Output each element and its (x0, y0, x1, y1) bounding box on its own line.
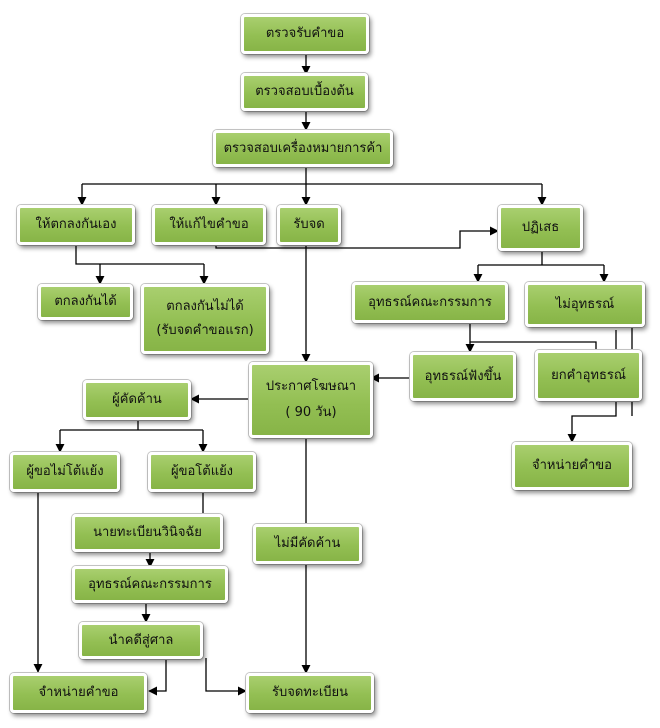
node-label-line2: ( 90 วัน) (285, 405, 337, 420)
branch-opponent-bar (60, 419, 203, 431)
node-label: อุทธรณ์คณะกรรมการ (368, 294, 492, 310)
node-label: อุทธรณ์ฟังขึ้น (424, 368, 502, 384)
node-preliminary-check: ตรวจสอบเบื้องต้น (241, 73, 368, 111)
branch-mutual-bar (75, 244, 204, 265)
node-applicant-argue: ผู้ขอโต้แย้ง (148, 452, 256, 492)
node-appeal-upheld: อุทธรณ์ฟังขึ้น (410, 352, 516, 401)
node-label: ตรวจสอบเครื่องหมายการค้า (223, 140, 383, 156)
node-to-court: นำคดีสู่ศาล (79, 622, 203, 659)
node-label-line2: (รับจดคำขอแรก) (156, 323, 254, 338)
node-label: ผู้คัดค้าน (112, 392, 162, 407)
node-label: ยกคำอุทธรณ์ (551, 367, 626, 383)
node-label-line1: ประกาศโฆษณา (265, 379, 357, 394)
node-appeal-committee-bottom: อุทธรณ์คณะกรรมการ (72, 566, 228, 603)
node-label: ตกลงกันได้ (54, 294, 117, 309)
node-publication: ประกาศโฆษณา ( 90 วัน) (249, 362, 373, 438)
node-no-opposition: ไม่มีคัดค้าน (253, 524, 362, 564)
node-applicant-no-argue: ผู้ขอไม่โต้แย้ง (10, 452, 120, 492)
node-label: ไม่มีคัดค้าน (274, 536, 341, 551)
node-mutual-agreement: ให้ตกลงกันเอง (17, 205, 135, 245)
node-label: รับจด (293, 217, 325, 232)
node-label: ตรวจสอบเบื้องต้น (255, 84, 354, 99)
node-label: จำหน่ายคำขอ (532, 458, 612, 473)
node-check-request: ตรวจรับคำขอ (241, 14, 369, 54)
node-appeal-dismissed: ยกคำอุทธรณ์ (535, 350, 642, 401)
node-label: ปฏิเสธ (521, 220, 560, 235)
node-label-line1: ตกลงกันไม่ได้ (166, 299, 244, 314)
branch-reject-bar (478, 250, 604, 266)
node-registered: รับจดทะเบียน (246, 673, 374, 713)
node-label: ให้แก้ไขคำขอ (169, 217, 249, 232)
node-not-agreed: ตกลงกันไม่ได้ (รับจดคำขอแรก) (141, 284, 269, 354)
node-dispose-right: จำหน่ายคำขอ (512, 442, 632, 490)
branch-trademark-bar (82, 166, 542, 185)
arrow-court-to-registered (205, 658, 247, 696)
node-label: นายทะเบียนวินิจฉัย (93, 525, 202, 540)
node-no-appeal: ไม่อุทธรณ์ (525, 282, 645, 327)
node-trademark-check: ตรวจสอบเครื่องหมายการค้า (213, 130, 393, 167)
node-label: ตรวจรับคำขอ (265, 26, 345, 41)
node-registrar-decision: นายทะเบียนวินิจฉัย (72, 514, 223, 552)
node-label: ไม่อุทธรณ์ (555, 296, 615, 312)
branch-court-to-dispose (148, 658, 167, 696)
node-amend-request: ให้แก้ไขคำขอ (152, 205, 266, 245)
node-label: รับจดทะเบียน (271, 685, 349, 700)
node-reject: ปฏิเสธ (498, 205, 583, 251)
node-agreed: ตกลงกันได้ (38, 284, 133, 320)
node-appeal-committee-top: อุทธรณ์คณะกรรมการ (352, 282, 508, 323)
node-label: ผู้ขอไม่โต้แย้ง (26, 464, 104, 479)
node-label: จำหน่ายคำขอ (38, 685, 119, 700)
node-label: นำคดีสู่ศาล (108, 632, 174, 648)
node-accept: รับจด (277, 205, 341, 245)
node-label: ให้ตกลงกันเอง (35, 217, 117, 232)
node-dispose-left: จำหน่ายคำขอ (10, 673, 147, 713)
node-label: ผู้ขอโต้แย้ง (170, 464, 234, 479)
node-opponent: ผู้คัดค้าน (83, 380, 191, 420)
node-label: อุทธรณ์คณะกรรมการ (88, 576, 212, 592)
